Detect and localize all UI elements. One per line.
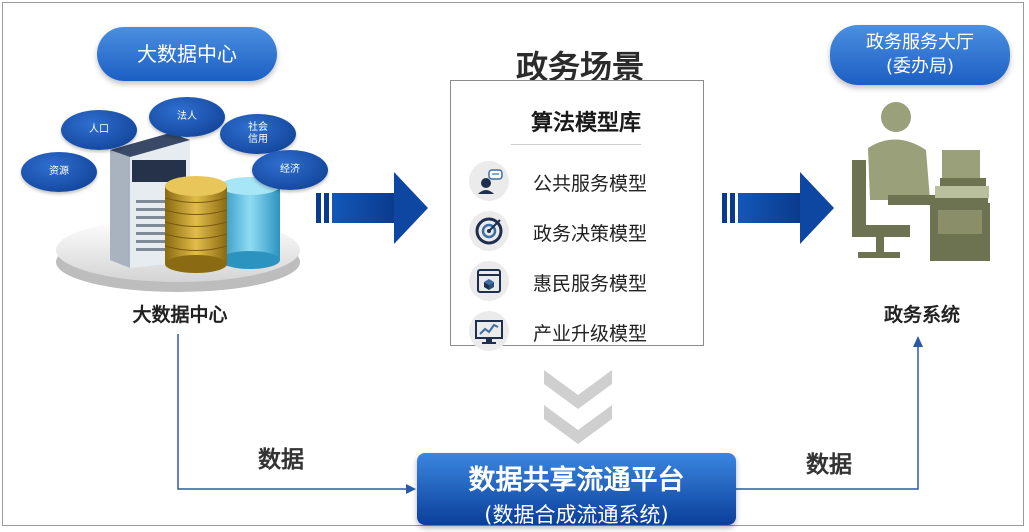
down-chevron-icon: [544, 370, 612, 444]
coin-stack-icon: [164, 176, 228, 273]
model-item: 产业升级模型: [469, 311, 699, 355]
algorithm-library-box: 算法模型库 公共服务模型 政务决策模型 惠民服务模型 产业升级模型: [450, 80, 704, 351]
arrowhead-left: [406, 484, 416, 494]
database-stack-icon: [220, 177, 280, 269]
browser-box-icon: [469, 261, 509, 301]
data-label-right: 数据: [806, 452, 852, 478]
model-item: 惠民服务模型: [469, 261, 699, 305]
bubble-resources: 资源: [21, 152, 97, 192]
model-label: 惠民服务模型: [533, 273, 648, 295]
data-center-caption: 大数据中心: [132, 304, 228, 326]
bubble-population: 人口: [61, 110, 137, 150]
government-system-caption: 政务系统: [883, 304, 960, 326]
bubble-economy: 经济: [252, 150, 328, 190]
data-center-pill: 大数据中心: [97, 27, 277, 81]
target-icon: [469, 211, 509, 251]
data-label-left: 数据: [258, 447, 304, 473]
bubble-legal-person: 法人: [149, 97, 225, 137]
model-item: 公共服务模型: [469, 161, 699, 205]
data-center-illustration: [56, 133, 300, 292]
data-sharing-platform: 数据共享流通平台 (数据合成流通系统): [417, 453, 736, 527]
divider: [511, 144, 641, 145]
service-hall-sublabel: (委办局): [885, 56, 955, 77]
model-label: 公共服务模型: [533, 173, 648, 195]
page-title: 政务场景: [515, 48, 644, 86]
platform-subtitle: (数据合成流通系统): [484, 503, 669, 527]
diagram-frame: [2, 2, 1024, 526]
service-hall-pill: 政务服务大厅 (委办局): [830, 25, 1010, 85]
connector-left: [177, 334, 408, 490]
arrowhead-right: [913, 336, 923, 347]
bubble-social-credit: 社会 信用: [220, 114, 296, 154]
workstation-icon: [852, 102, 990, 261]
model-label: 产业升级模型: [533, 323, 648, 345]
monitor-chart-icon: [469, 311, 509, 351]
person-chat-icon: [469, 161, 509, 201]
flow-arrow-left: [316, 172, 428, 244]
model-label: 政务决策模型: [533, 223, 648, 245]
platform-title: 数据共享流通平台: [468, 465, 685, 496]
flow-arrow-right: [722, 172, 834, 244]
model-item: 政务决策模型: [469, 211, 699, 255]
library-title: 算法模型库: [531, 111, 642, 136]
service-hall-label: 政务服务大厅: [866, 32, 974, 53]
connector-right: [736, 346, 919, 490]
